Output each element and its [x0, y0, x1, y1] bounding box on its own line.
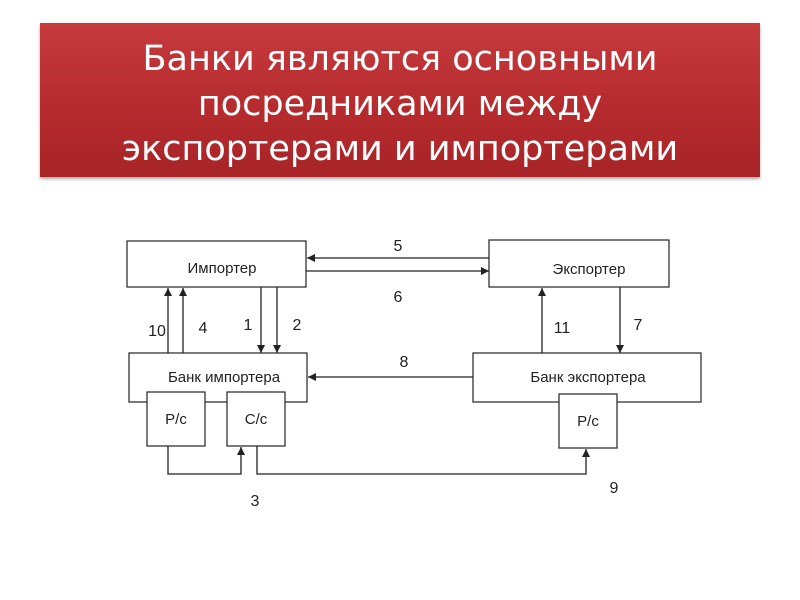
exporter-label: Экспортер [553, 261, 626, 278]
flow-10-label: 10 [148, 323, 166, 340]
importer-bank-ss-label: С/с [245, 411, 268, 428]
exporter-bank-rs-label: Р/с [577, 413, 599, 430]
importer-node: Импортер [126, 240, 307, 288]
flow-1-label: 1 [244, 317, 253, 334]
importer-bank-ss-node: С/с [226, 391, 286, 447]
title-line-2: посредниками между [197, 84, 603, 124]
exporter-bank-rs-node: Р/с [558, 393, 618, 449]
flow-3-arrow [167, 446, 245, 475]
importer-bank-rs-label: Р/с [165, 411, 187, 428]
flow-6-label: 6 [394, 289, 403, 306]
exporter-node: Экспортер [488, 239, 670, 288]
flow-9-arrow [256, 446, 590, 475]
flow-9-label: 9 [610, 480, 619, 497]
flow-5-label: 5 [394, 238, 403, 255]
title-banner: Банки являются основными посредниками ме… [40, 23, 760, 177]
slide-title: Банки являются основными посредниками ме… [40, 37, 760, 172]
importer-bank-label: Банк импортера [168, 369, 281, 386]
flow-2-label: 2 [293, 317, 302, 334]
flow-4-label: 4 [199, 320, 208, 337]
flow-7-label: 7 [634, 317, 643, 334]
importer-bank-rs-node: Р/с [146, 391, 206, 447]
flow-11-label: 11 [554, 320, 571, 337]
importer-label: Импортер [188, 260, 257, 277]
exporter-bank-label: Банк экспортера [530, 369, 646, 386]
flow-3-label: 3 [251, 493, 260, 510]
title-line-1: Банки являются основными [142, 39, 658, 79]
title-line-3: экспортерами и импортерами [121, 129, 679, 169]
flow-8-label: 8 [400, 354, 409, 371]
